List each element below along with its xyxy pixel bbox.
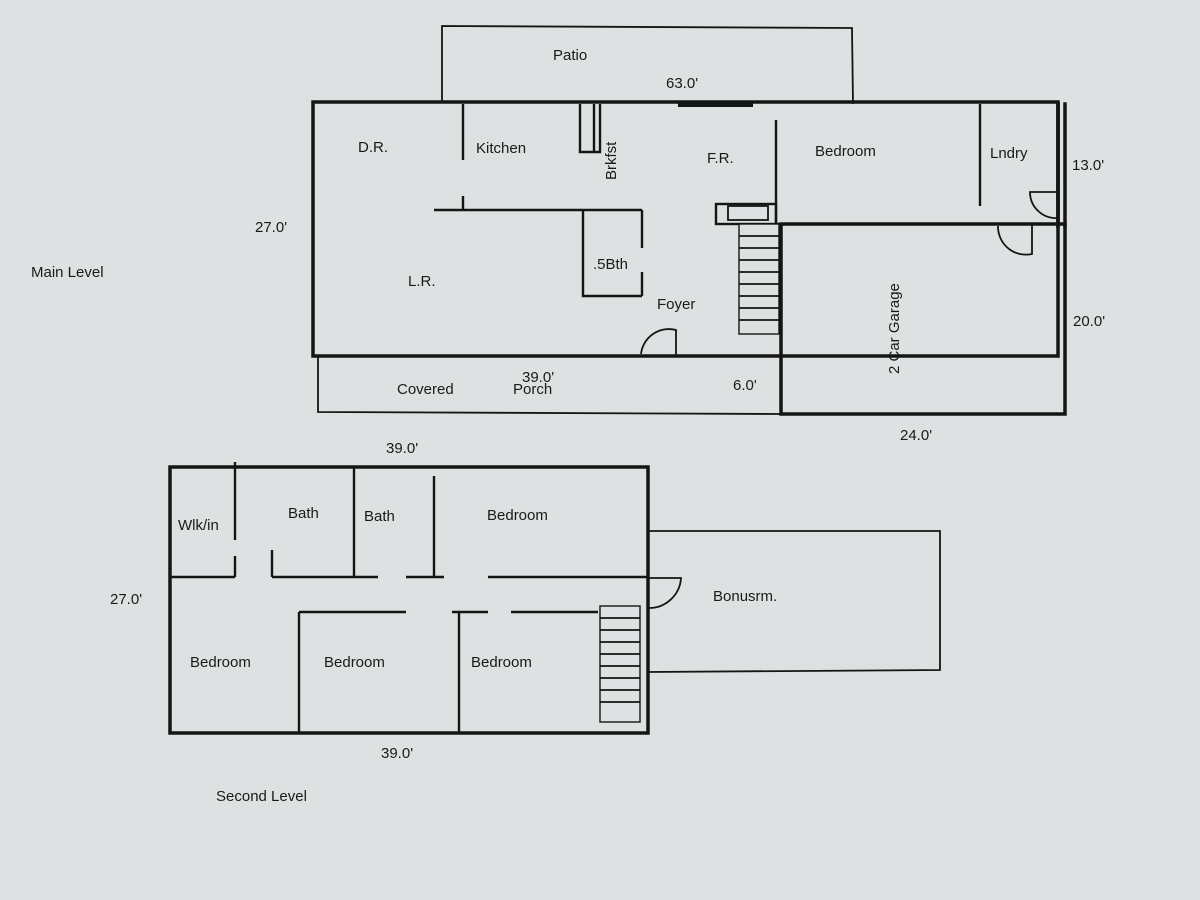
main-house-outline <box>311 100 1060 358</box>
dim-porch-depth: 6.0' <box>733 377 757 394</box>
label-dining-room: D.R. <box>358 139 388 156</box>
label-foyer: Foyer <box>657 296 695 313</box>
breakfast-bar <box>578 104 602 154</box>
label-bedroom-se: Bedroom <box>471 654 532 671</box>
label-porch-covered: Covered <box>397 381 454 398</box>
second-level-plan <box>168 462 941 735</box>
dim-main-top-width: 63.0' <box>666 75 698 92</box>
label-bedroom-ne: Bedroom <box>487 507 548 524</box>
label-half-bath: .5Bth <box>593 256 628 273</box>
label-bath-2: Bath <box>364 508 395 525</box>
main-stairs <box>738 223 780 335</box>
porch-outline <box>317 356 782 415</box>
label-bedroom-sw: Bedroom <box>190 654 251 671</box>
fireplace-inner <box>727 205 769 221</box>
bonus-room-door <box>647 577 682 609</box>
label-kitchen: Kitchen <box>476 140 526 157</box>
fireplace <box>714 202 778 226</box>
label-living-room: L.R. <box>408 273 436 290</box>
title-second-level: Second Level <box>216 788 307 805</box>
dim-second-left-depth: 27.0' <box>110 591 142 608</box>
dim-porch-width: 39.0' <box>522 369 554 386</box>
label-bath-1: Bath <box>288 505 319 522</box>
label-family-room: F.R. <box>707 150 734 167</box>
laundry-door-swing <box>1029 191 1059 219</box>
dim-garage-depth: 20.0' <box>1073 313 1105 330</box>
front-door <box>640 328 677 356</box>
label-walkin: Wlk/in <box>178 517 219 534</box>
sliding-door <box>678 101 753 107</box>
label-breakfast: Brkfst <box>603 141 620 180</box>
label-bonus-room: Bonusrm. <box>713 588 777 605</box>
label-laundry: Lndry <box>990 145 1028 162</box>
dim-second-bottom-width: 39.0' <box>381 745 413 762</box>
garage-door-swing <box>997 224 1033 256</box>
label-bedroom-s: Bedroom <box>324 654 385 671</box>
dim-main-left-depth: 27.0' <box>255 219 287 236</box>
main-level-plan <box>311 25 1067 416</box>
bonus-room-outline <box>647 530 941 673</box>
garage-outline <box>779 222 1067 416</box>
label-garage: 2 Car Garage <box>886 283 903 374</box>
wall-half-bath <box>581 210 642 298</box>
title-main-level: Main Level <box>31 264 104 281</box>
label-patio: Patio <box>553 47 587 64</box>
dim-garage-width: 24.0' <box>900 427 932 444</box>
dim-laundry-depth: 13.0' <box>1072 157 1104 174</box>
label-porch: Porch <box>513 381 552 398</box>
second-level-stairs <box>599 605 641 723</box>
second-level-outline <box>168 465 650 735</box>
label-main-bedroom: Bedroom <box>815 143 876 160</box>
patio-outline <box>441 25 854 105</box>
dim-second-top-width: 39.0' <box>386 440 418 457</box>
